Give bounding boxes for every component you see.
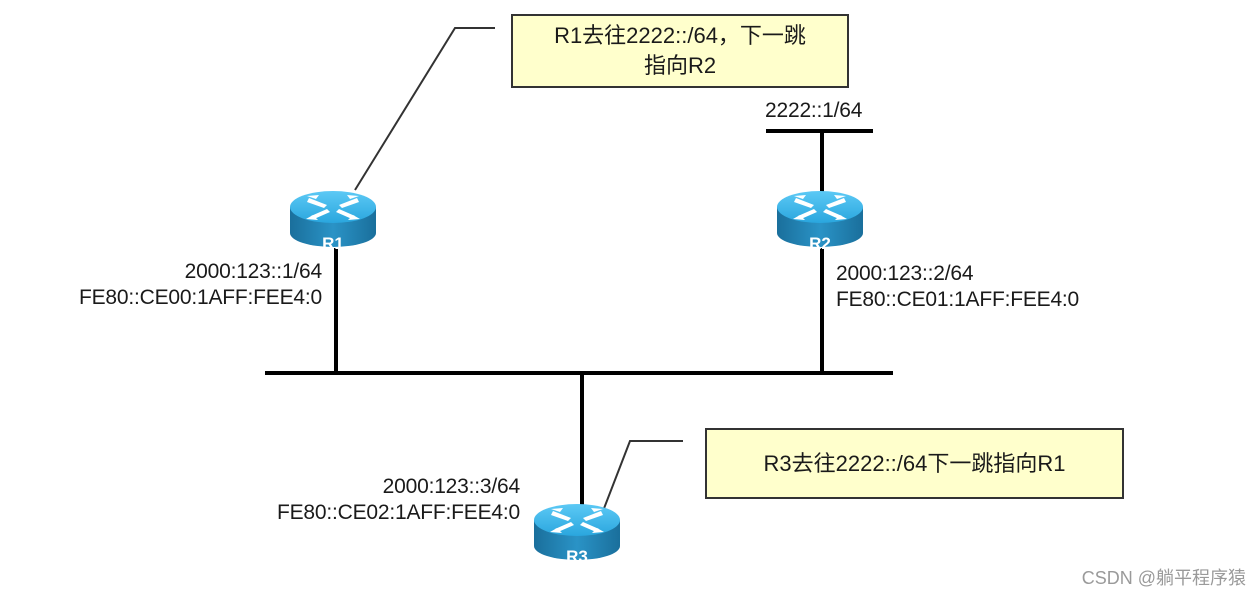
note-r3-text: R3去往2222::/64下一跳指向R1 <box>763 450 1066 476</box>
callout-line-r1 <box>354 27 495 191</box>
router-r3-label: R3 <box>566 547 588 566</box>
r3-address-block: 2000:123::3/64 FE80::CE02:1AFF:FEE4:0 <box>200 474 520 526</box>
r2-ipv6-global: 2000:123::2/64 <box>836 262 974 285</box>
note-r3-route: R3去往2222::/64下一跳指向R1 <box>705 428 1124 499</box>
r3-ipv6-global: 2000:123::3/64 <box>382 475 521 498</box>
r2-loopback-network: 2222::1/64 <box>765 99 863 122</box>
watermark: CSDN @躺平程序猿 <box>1081 568 1246 588</box>
router-r2-icon[interactable]: R2 <box>777 191 863 253</box>
router-r2-label: R2 <box>809 234 831 253</box>
r1-address-block: 2000:123::1/64 FE80::CE00:1AFF:FEE4:0 <box>20 259 322 311</box>
r3-ipv6-link-local: FE80::CE02:1AFF:FEE4:0 <box>276 501 520 524</box>
r2-ipv6-link-local: FE80::CE01:1AFF:FEE4:0 <box>836 288 1080 311</box>
router-r3-icon[interactable]: R3 <box>534 504 620 566</box>
r1-ipv6-global: 2000:123::1/64 <box>184 260 323 283</box>
router-r1-icon[interactable]: R1 <box>290 191 376 253</box>
note-r1-line1: R1去往2222::/64，下一跳 <box>554 23 806 48</box>
note-r1-route: R1去往2222::/64，下一跳 指向R2 <box>511 14 849 88</box>
note-r1-line2: 指向R2 <box>643 53 717 78</box>
r2-address-block: 2000:123::2/64 FE80::CE01:1AFF:FEE4:0 <box>836 261 1079 313</box>
router-r1-label: R1 <box>322 234 344 253</box>
r1-ipv6-link-local: FE80::CE00:1AFF:FEE4:0 <box>78 286 322 309</box>
callout-line-r3 <box>602 440 683 512</box>
